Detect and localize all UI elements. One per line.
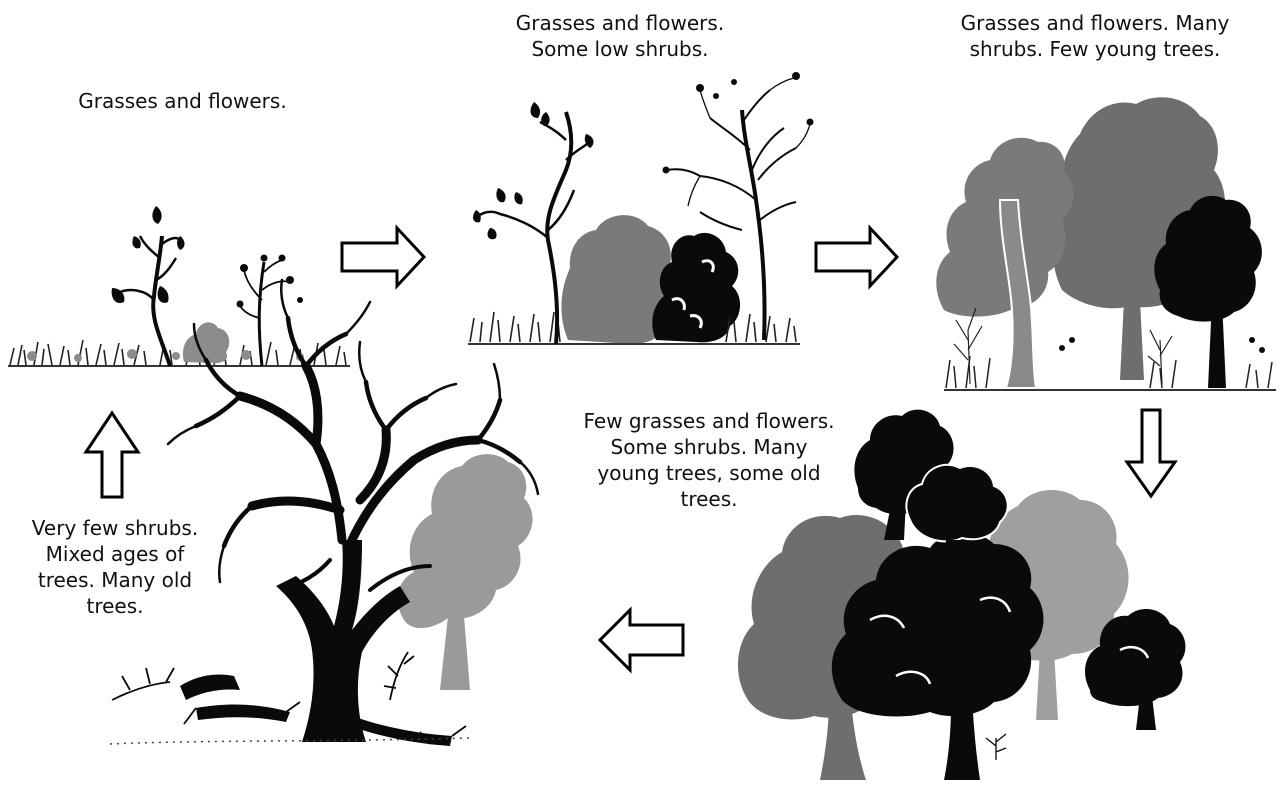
arrow-left-stage4-to-stage5 [600,610,683,670]
old-tree-trunk-icon [276,540,410,742]
fallen-branch-icon [112,652,466,744]
sapling-icon [240,260,290,366]
stage-4-caption: Few grasses and flowers. Some shrubs. Ma… [548,408,870,512]
stage-1-illustration [8,206,350,366]
arrow-up-stage5-to-stage1 [86,413,138,497]
arrow-right-stage2-to-stage3 [816,228,897,286]
sprig-icon [986,734,1006,760]
stage-2-illustration [468,72,814,344]
small-shrub-icon [183,322,229,363]
stage-1-caption: Grasses and flowers. [40,88,325,114]
grey-tree-canopy-icon [398,454,533,628]
stage-3-illustration [936,97,1276,390]
stage-3-caption: Grasses and flowers. Many shrubs. Few yo… [925,10,1265,62]
arrow-right-stage1-to-stage2 [342,228,424,286]
stage-2-caption: Grasses and flowers. Some low shrubs. [470,10,770,62]
sapling-icon [112,206,185,366]
arrow-down-stage3-to-stage4 [1127,410,1175,496]
stage-5-illustration [110,280,538,746]
stage-5-caption: Very few shrubs. Mixed ages of trees. Ma… [12,515,218,619]
